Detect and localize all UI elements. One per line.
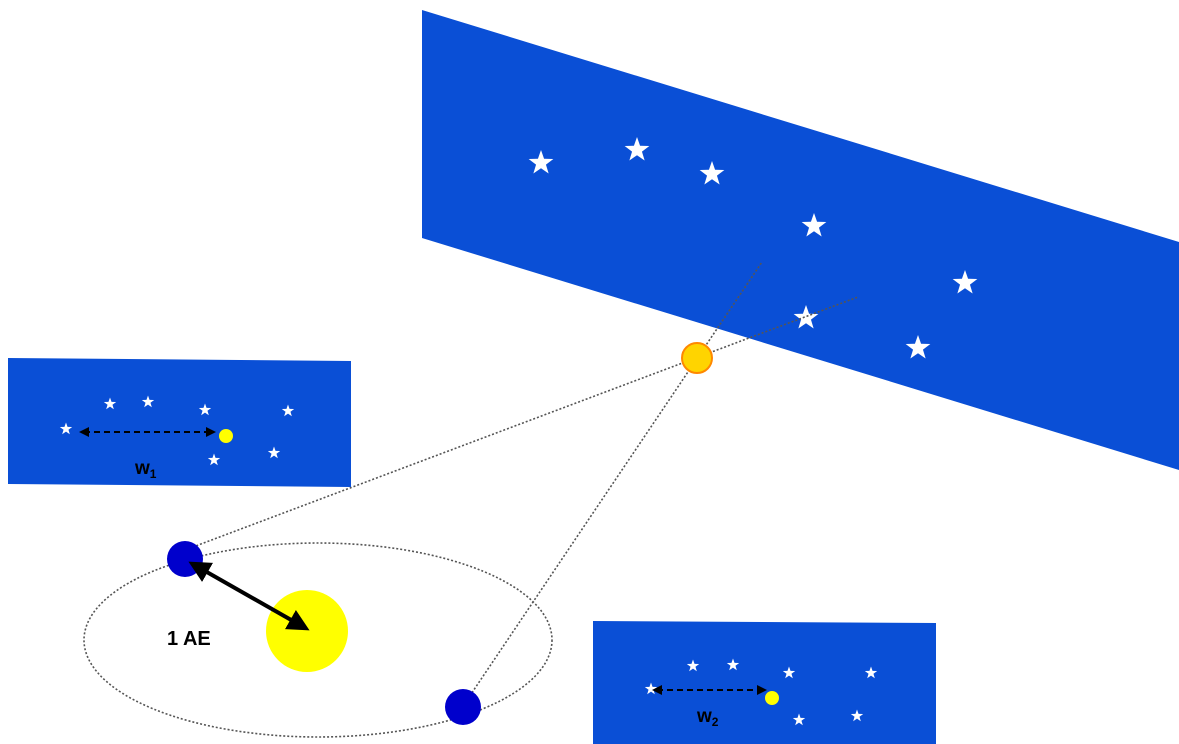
star-icon — [793, 305, 819, 329]
shift-label-2-sub: 2 — [712, 715, 719, 729]
sun-icon — [266, 590, 348, 672]
distance-arrow — [188, 561, 310, 631]
sight-lines — [184, 261, 859, 707]
star-icon — [528, 150, 554, 174]
star-icon — [207, 453, 221, 466]
star-icon — [141, 395, 155, 408]
star-icon — [103, 397, 117, 410]
earth-position-2-icon — [445, 689, 481, 725]
distance-label: 1 AE — [167, 628, 211, 650]
shift-label-2-main: w — [696, 706, 712, 727]
target-star-icon — [765, 691, 779, 705]
background-sky-panel — [422, 10, 1179, 470]
earth-position-1-icon — [167, 541, 203, 577]
shift-label-2: w2 — [696, 706, 719, 729]
star-icon — [686, 659, 700, 672]
star-icon — [782, 666, 796, 679]
star-icon — [267, 446, 281, 459]
star-icon — [792, 713, 806, 726]
shift-label-1: w1 — [134, 458, 157, 481]
star-icon — [850, 709, 864, 722]
sight-line-2 — [462, 261, 763, 707]
star-icon — [905, 335, 931, 359]
star-icon — [726, 658, 740, 671]
view-panel-1: w1 — [8, 358, 351, 487]
star-icon — [59, 422, 73, 435]
star-icon — [864, 666, 878, 679]
star-icon — [699, 161, 725, 185]
background-stars — [528, 137, 978, 359]
view-panel-2: w2 — [593, 621, 936, 744]
star-icon — [801, 213, 827, 237]
star-icon — [198, 403, 212, 416]
target-star-icon — [219, 429, 233, 443]
target-star-icon — [681, 342, 713, 374]
shift-label-1-main: w — [134, 458, 150, 479]
star-icon — [952, 270, 978, 294]
view-panel-1-background — [8, 358, 351, 487]
shift-label-1-sub: 1 — [150, 467, 157, 481]
view-panel-2-background — [593, 621, 936, 744]
earth-orbit — [83, 542, 553, 738]
star-icon — [281, 404, 295, 417]
star-icon — [624, 137, 650, 161]
star-icon — [644, 682, 658, 695]
